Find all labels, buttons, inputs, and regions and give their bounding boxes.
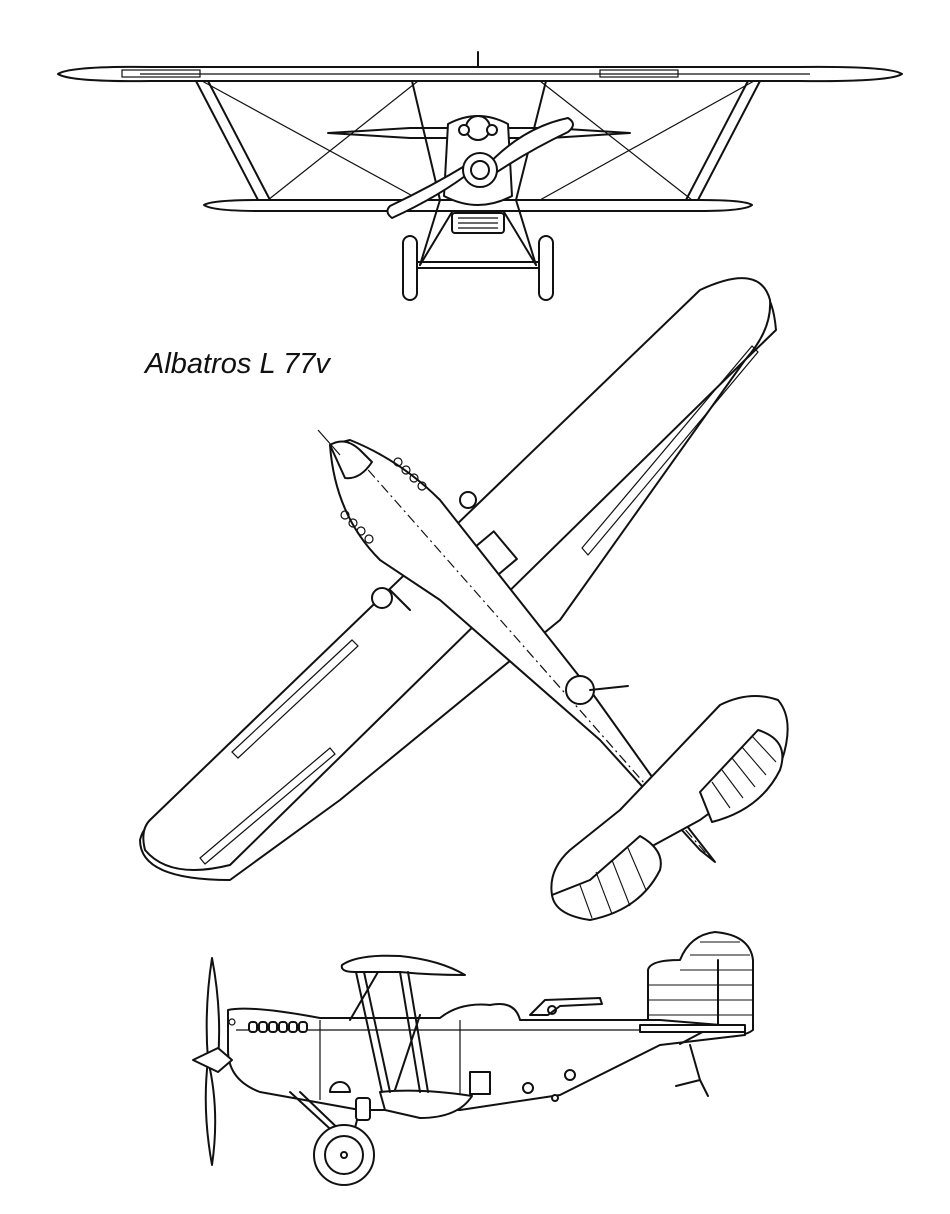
- side-view: [192, 931, 754, 1186]
- wing-struts-side: [349, 971, 429, 1093]
- landing-gear: [402, 199, 554, 301]
- propeller: [386, 117, 574, 219]
- interplane-struts: [195, 80, 761, 201]
- exhaust-stubs: [340, 457, 427, 544]
- exhaust-row: [248, 1021, 308, 1033]
- plan-view: [139, 277, 789, 921]
- upper-wing-side: [340, 954, 466, 976]
- drawing-title: Albatros L 77v: [143, 348, 331, 380]
- propeller-side: [192, 957, 233, 1166]
- front-view: [57, 51, 903, 301]
- fuselage-plan: [329, 439, 716, 863]
- landing-gear-side: [289, 1091, 375, 1186]
- elevator-hatching: [551, 729, 784, 921]
